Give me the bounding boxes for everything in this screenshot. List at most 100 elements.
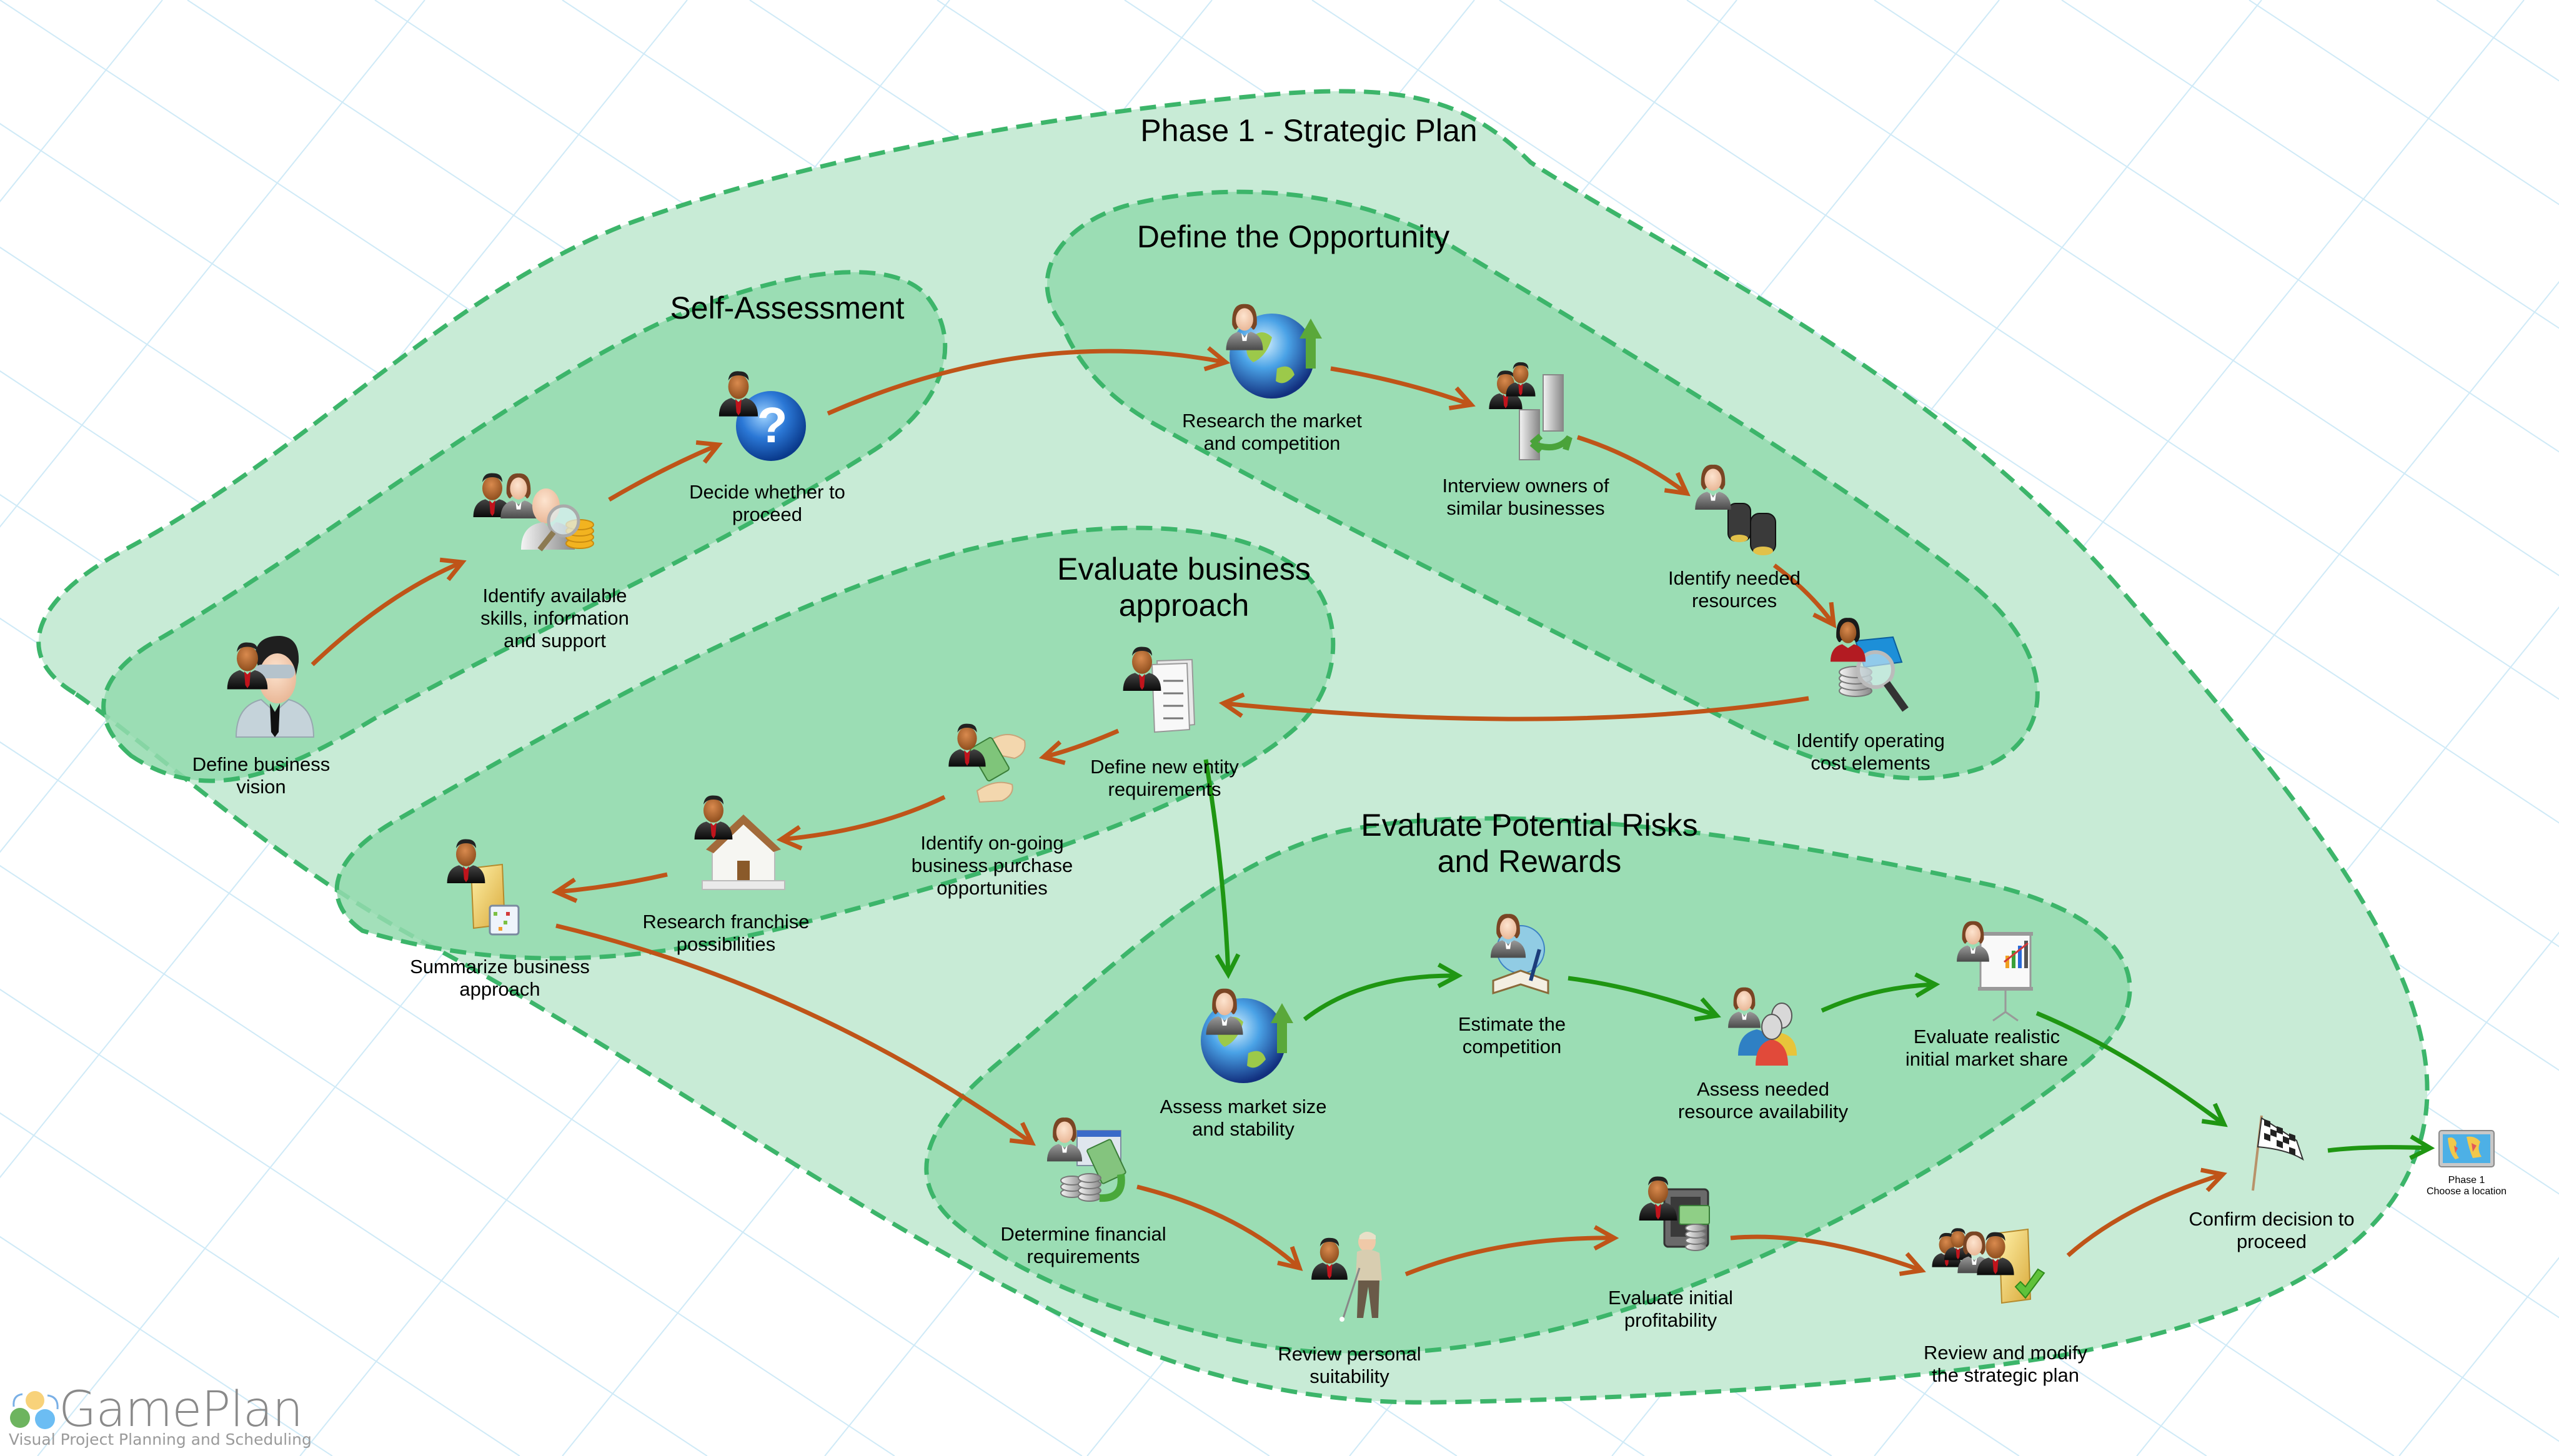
- arrowhead-icon: [1277, 1246, 1303, 1271]
- dependency-arrow-t17-to-t18[interactable]: [1404, 1225, 1619, 1277]
- svg-text:skills, information: skills, information: [480, 607, 629, 629]
- dependency-arrow-t20-to-next_phase[interactable]: [2327, 1134, 2435, 1161]
- dependency-arrow-t7-to-t8[interactable]: [1218, 692, 1809, 721]
- person-question-icon: ?: [718, 371, 806, 461]
- svg-text:Self-Assessment: Self-Assessment: [670, 290, 904, 325]
- person-coins-book-icon: [1830, 618, 1909, 712]
- dependency-arrow-t3-to-t4[interactable]: [827, 346, 1231, 416]
- task-identify-operating-costs[interactable]: Identify operating cost elements: [1796, 618, 1945, 774]
- svg-text:proceed: proceed: [732, 503, 802, 525]
- task-review-modify-plan[interactable]: Review and modify the strategic plan: [1924, 1228, 2087, 1386]
- dependency-arrow-t2-to-t3[interactable]: [608, 440, 723, 502]
- svg-text:and competition: and competition: [1204, 432, 1341, 454]
- svg-text:Identify on-going: Identify on-going: [920, 832, 1063, 854]
- svg-text:Research the market: Research the market: [1182, 410, 1362, 432]
- dependency-arrow-t13-to-t14[interactable]: [1568, 976, 1721, 1022]
- task-summarize-business-approach[interactable]: Summarize business approach: [410, 839, 590, 1000]
- grid-line: [2436, 0, 2559, 82]
- svg-text:Determine financial: Determine financial: [1000, 1223, 1166, 1245]
- task-assess-resource-availability[interactable]: Assess needed resource availability: [1678, 987, 1849, 1122]
- person-house-icon: [694, 795, 785, 890]
- phase-title: Phase 1 - Strategic Plan: [1140, 113, 1477, 148]
- task-define-business-vision[interactable]: Define business vision: [192, 636, 330, 798]
- dependency-arrow-t9-to-t10[interactable]: [776, 795, 946, 851]
- dependency-arrow-t11-to-t16[interactable]: [555, 923, 1036, 1146]
- grid-line: [2061, 0, 2559, 329]
- dependency-arrow-t1-to-t2[interactable]: [311, 557, 467, 666]
- group-region-evaluate-approach[interactable]: [334, 525, 1336, 961]
- svg-text:Review and modify: Review and modify: [1924, 1342, 2087, 1364]
- person-binoculars-icon: [1695, 464, 1776, 555]
- arrowhead-icon: [1215, 953, 1241, 979]
- task-assess-market-size[interactable]: Assess market size and stability: [1160, 988, 1327, 1140]
- grid-line: [1499, 0, 2559, 700]
- grid-line: [0, 988, 708, 1456]
- grid-line: [0, 0, 688, 853]
- dependency-arrow-t16-to-t17[interactable]: [1136, 1184, 1303, 1271]
- svg-text:?: ?: [757, 397, 788, 453]
- dependency-arrow-t18-to-t19[interactable]: [1730, 1234, 1926, 1276]
- task-identify-needed-resources[interactable]: Identify needed resources: [1668, 464, 1801, 612]
- dependency-arrow-t12-to-t13[interactable]: [1303, 963, 1463, 1021]
- task-interview-owners[interactable]: Interview owners of similar businesses: [1442, 362, 1609, 519]
- task-evaluate-initial-profitability[interactable]: Evaluate initial profitability: [1608, 1176, 1733, 1331]
- dependency-arrow-t19-to-t20[interactable]: [2066, 1167, 2227, 1257]
- svg-text:and support: and support: [504, 630, 606, 651]
- dependency-arrow-t6-to-t7[interactable]: [1772, 563, 1837, 628]
- svg-text:and Rewards: and Rewards: [1438, 844, 1622, 879]
- dependency-arrow-t5-to-t6[interactable]: [1576, 435, 1691, 497]
- svg-text:proceed: proceed: [2237, 1231, 2307, 1252]
- gameplan-logo-icon: [10, 1391, 59, 1429]
- svg-text:Phase 1 - Strategic Plan: Phase 1 - Strategic Plan: [1140, 113, 1477, 148]
- task-confirm-decision[interactable]: Confirm decision to proceed: [2189, 1115, 2355, 1252]
- svg-text:Estimate the: Estimate the: [1458, 1013, 1566, 1035]
- dependency-arrow-t15-to-t20[interactable]: [2035, 1011, 2228, 1127]
- task-review-personal-suitability[interactable]: Review personal suitability: [1278, 1232, 1421, 1387]
- arrowhead-icon: [439, 557, 467, 582]
- arrowhead-icon: [1038, 740, 1066, 765]
- person-money-coins-icon: [1046, 1117, 1126, 1202]
- person-globe-icon: [1201, 988, 1293, 1083]
- svg-text:Define business: Define business: [192, 753, 330, 775]
- task-estimate-competition[interactable]: Estimate the competition: [1458, 914, 1566, 1057]
- task-identify-business-purchase[interactable]: Identify on-going business purchase oppo…: [912, 723, 1073, 899]
- task-research-market[interactable]: Research the market and competition: [1182, 304, 1362, 454]
- svg-text:Define new entity: Define new entity: [1090, 756, 1239, 778]
- svg-text:vision: vision: [236, 776, 286, 798]
- svg-text:Decide whether to: Decide whether to: [689, 481, 845, 503]
- people-buildings-icon: [1489, 362, 1573, 460]
- svg-text:Confirm decision to: Confirm decision to: [2189, 1208, 2354, 1230]
- person-book-globe-icon: [1490, 914, 1549, 995]
- arrowhead-icon: [2201, 1102, 2228, 1127]
- task-evaluate-market-share[interactable]: Evaluate realistic initial market share: [1906, 921, 2068, 1070]
- dependency-arrow-t8-to-t9[interactable]: [1038, 728, 1120, 765]
- svg-text:requirements: requirements: [1027, 1246, 1140, 1267]
- group-title-self-assessment: Self-Assessment: [670, 290, 904, 325]
- task-identify-available-skills[interactable]: Identify available skills, information a…: [473, 473, 629, 651]
- arrowhead-icon: [2200, 1167, 2227, 1192]
- person-vision-icon: [227, 636, 315, 738]
- arrowhead-icon: [776, 825, 803, 851]
- grid-line: [1874, 0, 2559, 453]
- svg-text:opportunities: opportunities: [937, 877, 1048, 899]
- dependency-arrow-t4-to-t5[interactable]: [1330, 366, 1476, 410]
- task-research-franchise[interactable]: Research franchise possibilities: [642, 795, 810, 955]
- group-title-define-opportunity: Define the Opportunity: [1137, 219, 1449, 254]
- person-money-hands-icon: [948, 723, 1026, 803]
- group-region-self-assessment[interactable]: [101, 270, 948, 783]
- dependency-arrow-t14-to-t15[interactable]: [1821, 972, 1940, 1013]
- dependency-arrow-t8-to-t12[interactable]: [1203, 759, 1241, 979]
- task-decide-whether-to-proceed[interactable]: ? Decide whether to proceed: [689, 371, 845, 525]
- svg-text:Evaluate Potential Risks: Evaluate Potential Risks: [1361, 808, 1697, 843]
- group-title-evaluate-risks: Evaluate Potential Risks and Rewards: [1361, 808, 1697, 879]
- svg-text:Evaluate business: Evaluate business: [1057, 552, 1311, 587]
- person-golfer-icon: [1311, 1232, 1382, 1322]
- arrowhead-icon: [1009, 1122, 1036, 1146]
- dependency-arrow-t10-to-t11[interactable]: [551, 872, 668, 903]
- task-determine-financial-requirements[interactable]: Determine financial requirements: [1000, 1117, 1166, 1267]
- task-define-new-entity[interactable]: Define new entity requirements: [1090, 646, 1239, 800]
- next-phase-link[interactable]: Phase 1 Choose a location: [2427, 1130, 2507, 1197]
- grid-line: [2398, 1257, 2559, 1456]
- person-globe-icon: [1226, 304, 1322, 399]
